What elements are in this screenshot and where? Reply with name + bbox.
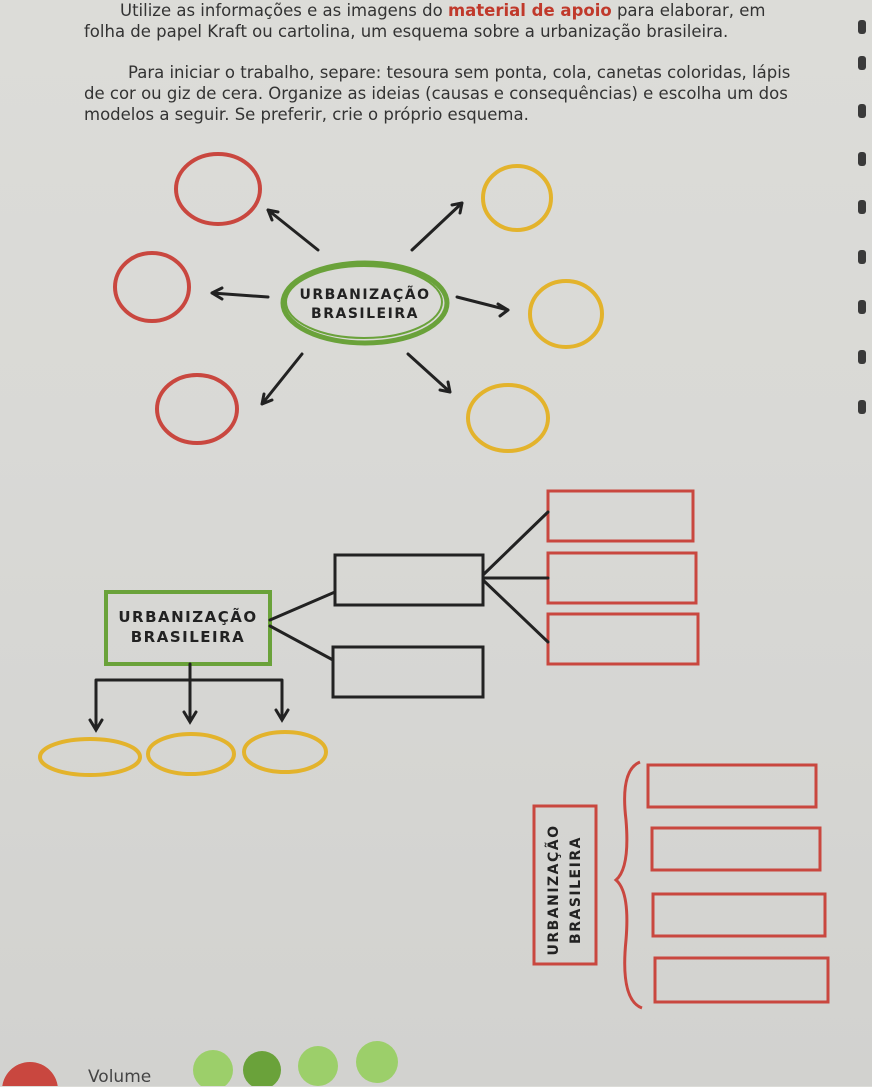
spider-center-label: URBANIZAÇÃO BRASILEIRA <box>288 286 442 324</box>
red-circle <box>113 251 191 323</box>
yellow-ellipse <box>242 730 328 774</box>
brace-vertical-label: URBANIZAÇÃO BRASILEIRA <box>543 813 587 967</box>
yellow-ellipse <box>38 737 142 777</box>
red-circle <box>155 373 239 445</box>
yellow-circle <box>528 279 604 349</box>
label-line-1: URBANIZAÇÃO <box>299 287 431 303</box>
label-line-2: BRASILEIRA <box>311 306 419 322</box>
arrow <box>88 718 104 733</box>
support-material-highlight: material de apoio <box>447 1 612 20</box>
page-number-badge <box>2 1062 58 1086</box>
red-box <box>546 612 700 666</box>
connector-line <box>268 624 335 662</box>
label-line-2: BRASILEIRA <box>568 836 584 944</box>
curly-brace <box>613 760 643 1010</box>
arrow <box>182 710 198 725</box>
label-line-1: URBANIZAÇÃO <box>546 824 562 956</box>
red-box <box>646 763 818 809</box>
footer-decorations <box>2 1041 398 1086</box>
red-box <box>653 956 830 1004</box>
connector-line <box>481 578 550 644</box>
arrow <box>410 201 464 252</box>
instruction-text: Utilize as informações e as imagens do <box>120 1 448 20</box>
hand-icon <box>243 1051 281 1086</box>
vertical-title-box <box>532 804 598 966</box>
instruction-text: para elaborar, em folha de papel Kraft o… <box>84 1 766 41</box>
yellow-circle <box>481 164 553 232</box>
center-ellipse <box>280 260 450 346</box>
empty-box <box>331 645 485 699</box>
label-line-1: URBANIZAÇÃO <box>118 608 258 626</box>
red-box <box>650 826 822 872</box>
branch-lines <box>94 662 284 730</box>
tree-center-label: URBANIZAÇÃO BRASILEIRA <box>108 607 268 647</box>
arrow <box>266 208 320 252</box>
connector-line <box>268 590 337 622</box>
arrow <box>455 295 510 318</box>
red-circle <box>174 152 262 226</box>
brace-diagram <box>532 760 830 1010</box>
tree-diagram <box>38 489 700 777</box>
yellow-ellipse <box>146 732 236 776</box>
instruction-paragraph-2: Para iniciar o trabalho, separe: tesoura… <box>84 63 791 124</box>
instruction-paragraph-1: Utilize as informações e as imagens do m… <box>84 0 804 42</box>
yellow-circle <box>466 383 550 453</box>
arrow <box>260 352 304 406</box>
red-box <box>546 489 695 543</box>
arrow <box>210 286 270 301</box>
arrow <box>274 708 290 723</box>
red-box <box>546 551 698 605</box>
empty-box <box>333 553 485 607</box>
volume-footer: Volume <box>88 1067 152 1087</box>
arrow <box>406 352 452 394</box>
center-box <box>104 590 272 666</box>
spiral-binding <box>858 20 866 414</box>
spider-diagram <box>113 152 604 453</box>
label-line-2: BRASILEIRA <box>130 628 246 646</box>
red-box <box>651 892 827 938</box>
connector-line <box>481 510 550 577</box>
